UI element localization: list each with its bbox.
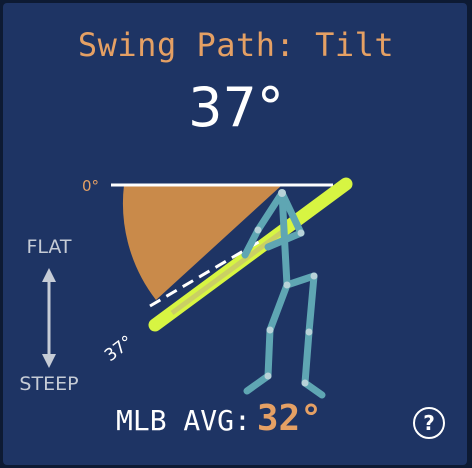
skeleton-joints [254,189,318,387]
panel-title: Swing Path: Tilt [77,26,395,64]
mlb-average-value: 32° [256,398,322,439]
bat-path-shade [170,229,284,316]
double-vertical-arrow-icon [42,268,56,368]
tilt-angle-wedge [122,185,282,300]
scale-steep-label: STEEP [19,373,79,395]
mlb-average: MLB AVG:32° [116,398,322,439]
mlb-average-label: MLB AVG: [116,404,251,437]
zero-degree-label: 0° [82,177,99,195]
scale-flat-label: FLAT [26,236,72,258]
tilt-angle-value: 37° [188,76,284,139]
batter-skeleton [241,189,326,399]
mlb-average-line [149,238,263,308]
arc-angle-label: 37° [101,332,137,366]
help-button[interactable]: ? [413,407,445,439]
swing-path-tilt-card [3,3,467,465]
